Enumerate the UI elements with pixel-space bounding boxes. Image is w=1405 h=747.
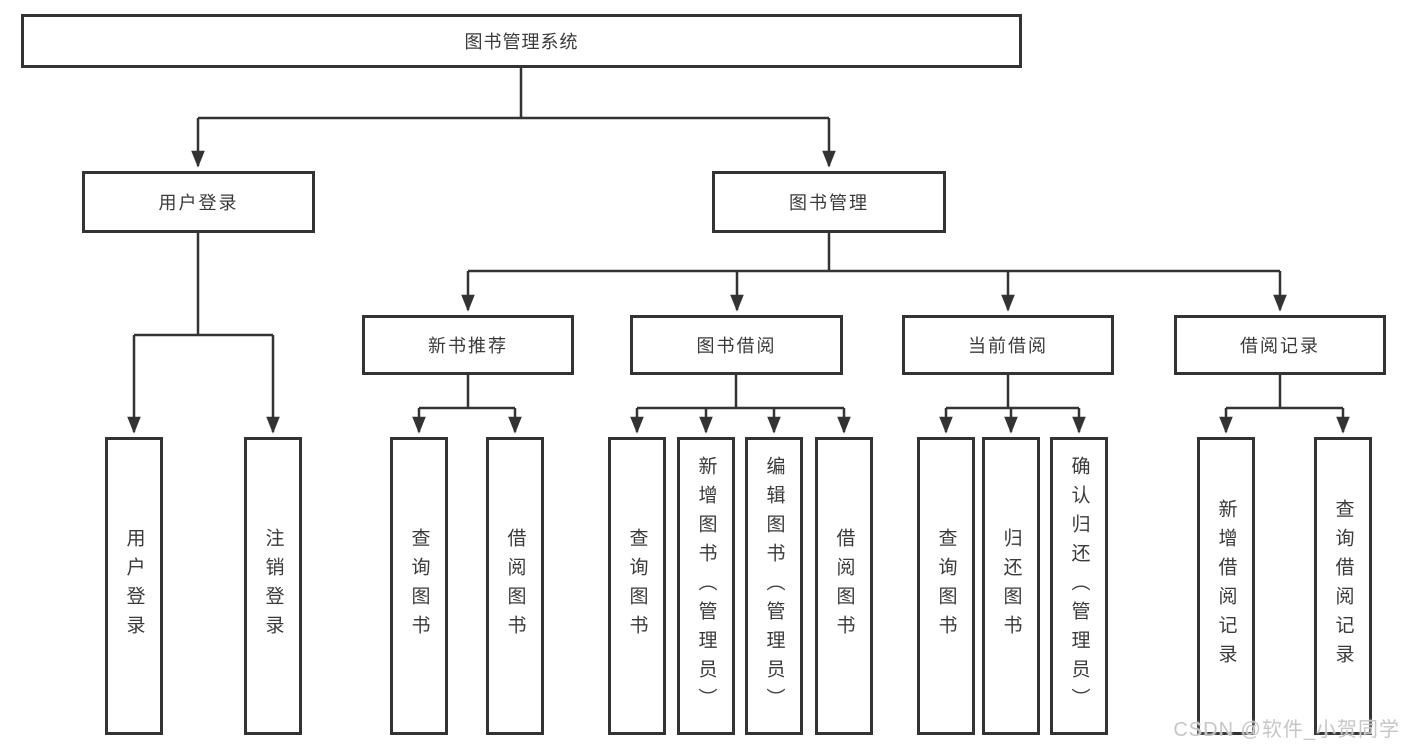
leaf-label: 查询图书 — [935, 528, 957, 644]
leaf-label: 查询图书 — [408, 528, 430, 644]
node-library-management-system: 图书管理系统 — [21, 14, 1022, 68]
node-book-management: 图书管理 — [712, 171, 946, 233]
leaf-label: 新增借阅记录 — [1215, 499, 1237, 673]
leaf-logout: 注销登录 — [244, 437, 302, 735]
leaf-user-login: 用户登录 — [105, 437, 163, 735]
node-label: 借阅记录 — [1240, 336, 1320, 356]
node-label: 图书借阅 — [696, 336, 777, 356]
csdn-watermark: CSDN @软件_小贺同学 — [1173, 719, 1400, 741]
leaf-label: 查询借阅记录 — [1332, 499, 1354, 673]
leaf-confirm-return-admin: 确认归还（管理员） — [1050, 437, 1108, 735]
node-user-login: 用户登录 — [82, 171, 315, 233]
leaf-query-borrow-record: 查询借阅记录 — [1314, 437, 1372, 735]
leaf-borrow-books-2: 借阅图书 — [815, 437, 873, 735]
node-label: 用户登录 — [158, 193, 239, 213]
leaf-label: 借阅图书 — [504, 528, 526, 644]
leaf-query-books-1: 查询图书 — [390, 437, 448, 735]
node-label: 新书推荐 — [428, 336, 508, 356]
leaf-query-books-3: 查询图书 — [917, 437, 975, 735]
node-borrowing-records: 借阅记录 — [1174, 315, 1386, 375]
leaf-edit-book-admin: 编辑图书（管理员） — [745, 437, 803, 735]
leaf-query-books-2: 查询图书 — [608, 437, 666, 735]
leaf-label: 查询图书 — [626, 528, 648, 644]
node-label: 图书管理 — [789, 193, 869, 213]
leaf-borrow-books-1: 借阅图书 — [486, 437, 544, 735]
node-current-borrowing: 当前借阅 — [902, 315, 1114, 375]
leaf-label: 注销登录 — [262, 528, 284, 644]
node-book-borrowing: 图书借阅 — [630, 315, 843, 375]
leaf-add-book-admin: 新增图书（管理员） — [677, 437, 735, 735]
node-new-book-recommend: 新书推荐 — [362, 315, 574, 375]
leaf-label: 编辑图书（管理员） — [763, 455, 785, 717]
node-label: 图书管理系统 — [464, 32, 579, 52]
node-label: 当前借阅 — [968, 336, 1048, 356]
leaf-return-book: 归还图书 — [982, 437, 1040, 735]
leaf-label: 借阅图书 — [833, 528, 855, 644]
leaf-label: 新增图书（管理员） — [695, 455, 717, 717]
leaf-label: 归还图书 — [1000, 528, 1022, 644]
leaf-add-borrow-record: 新增借阅记录 — [1197, 437, 1255, 735]
leaf-label: 用户登录 — [123, 528, 145, 644]
leaf-label: 确认归还（管理员） — [1068, 455, 1090, 717]
